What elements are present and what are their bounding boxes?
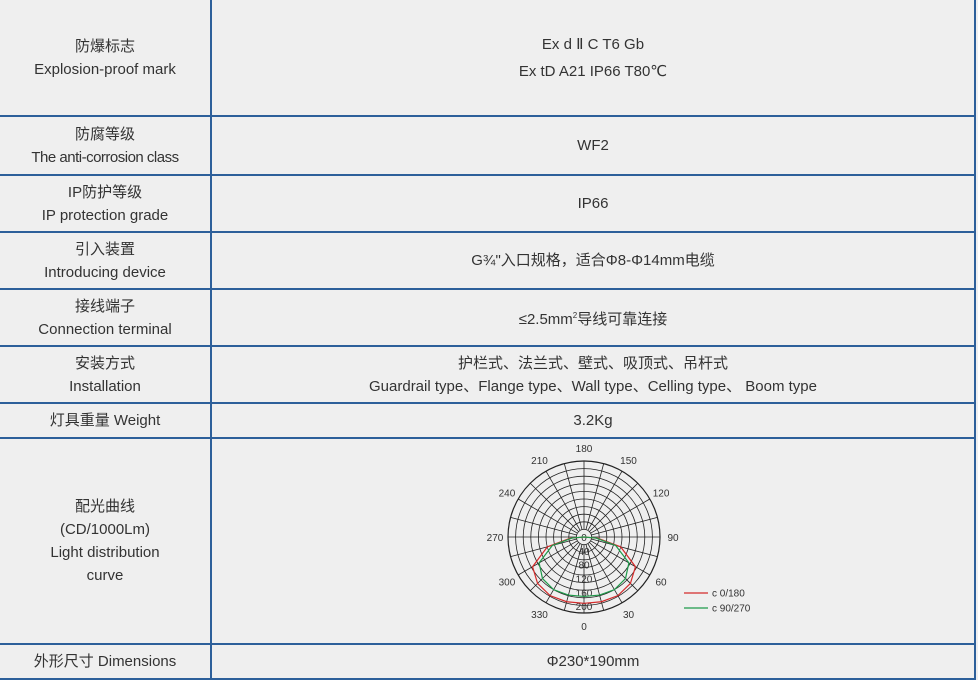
label-line: 配光曲线	[74, 498, 135, 515]
label-line: Light distribution	[50, 544, 160, 561]
label-line: (CD/1000Lm)	[59, 521, 151, 538]
label-cn: 防爆标志	[74, 37, 135, 55]
table-row: 安装方式 Installation 护栏式、法兰式、壁式、吸顶式、吊杆式 Guard…	[0, 345, 976, 404]
grid-spoke	[587, 470, 623, 531]
label-cn: 防腐等级	[74, 125, 135, 143]
grid-spoke	[590, 540, 651, 576]
row-label: 接线端子 Connection terminal	[0, 288, 212, 347]
table-row: 灯具重量 Weight 3.2Kg	[0, 402, 976, 439]
grid-spoke	[529, 542, 579, 592]
row-label: IP防护等级 IP protection grade	[0, 174, 212, 233]
radial-tick-label: 0	[581, 533, 587, 544]
label-cn: 安装方式	[74, 354, 135, 372]
grid-spoke	[590, 498, 651, 534]
angle-label: 120	[653, 489, 670, 500]
angle-label: 90	[667, 533, 679, 544]
grid-spoke	[591, 516, 658, 536]
radial-tick-label: 120	[576, 574, 593, 585]
radial-tick-label: 160	[576, 588, 593, 599]
grid-spoke	[545, 470, 581, 531]
value-sup: 2	[572, 311, 578, 320]
chart-cell: 0 30 60 90 120 150 180 210 240 270 300 330 0 40 80 120 1…	[210, 437, 976, 645]
grid-spoke	[563, 463, 583, 530]
label-en: Introducing device	[44, 263, 166, 281]
grid-spoke	[517, 498, 578, 534]
light-distribution-chart: 0 30 60 90 120 150 180 210 240 270 300 330 0 40 80 120 1…	[487, 444, 751, 633]
row-label: 安装方式 Installation	[0, 345, 212, 404]
grid-spoke	[585, 544, 605, 611]
row-value: IP66	[210, 174, 976, 233]
label-en: Explosion-proof mark	[34, 60, 176, 78]
value-line: Ex d Ⅱ C T6 Gb	[541, 35, 645, 53]
angle-label: 0	[581, 622, 587, 633]
angle-label: 300	[499, 578, 516, 589]
label-en: Installation	[69, 377, 141, 395]
table-row: 配光曲线 (CD/1000Lm) Light distribution curve 0…	[0, 437, 976, 645]
value-line: Ex tD A21 IP66 T80℃	[518, 62, 668, 80]
grid-spoke	[589, 482, 639, 532]
row-value: ≤2.5mm2导线可靠连接	[210, 288, 976, 347]
radial-tick-label: 200	[576, 602, 593, 613]
table-row: 接线端子 Connection terminal ≤2.5mm2导线可靠连接	[0, 288, 976, 347]
grid-spoke	[589, 542, 639, 592]
angle-label: 330	[531, 610, 548, 621]
radial-tick-label: 80	[578, 561, 590, 572]
table-row: 防腐等级 The anti-corrosion class WF2	[0, 115, 976, 176]
angle-label: 210	[531, 456, 548, 467]
label-en: The anti-corrosion class	[31, 148, 179, 166]
grid-spoke	[510, 538, 577, 558]
value-line: Guardrail type、Flange type、Wall type、Cel…	[369, 377, 817, 395]
radial-tick-label: 40	[578, 547, 590, 558]
label-cn: 引入装置	[74, 240, 135, 258]
row-value: WF2	[210, 115, 976, 176]
row-value: Ex d Ⅱ C T6 Gb Ex tD A21 IP66 T80℃	[210, 0, 976, 117]
angle-label: 30	[623, 610, 635, 621]
legend-label: c 90/270	[712, 604, 751, 615]
row-value: G¾"入口规格，适合Φ8-Φ14mm电缆	[210, 231, 976, 290]
grid-spoke	[545, 543, 581, 604]
row-label: 防爆标志 Explosion-proof mark	[0, 0, 212, 117]
row-label: 灯具重量 Weight	[0, 402, 212, 439]
angle-label: 270	[487, 533, 504, 544]
row-value: 护栏式、法兰式、壁式、吸顶式、吊杆式 Guardrail type、Flange …	[210, 345, 976, 404]
legend-label: c 0/180	[712, 589, 745, 600]
row-label: 外形尺寸 Dimensions	[0, 643, 212, 680]
angle-label: 60	[656, 578, 668, 589]
angle-label: 180	[576, 444, 593, 455]
row-value: 3.2Kg	[210, 402, 976, 439]
table-row: 引入装置 Introducing device G¾"入口规格，适合Φ8-Φ14m…	[0, 231, 976, 290]
grid-spoke	[529, 482, 579, 532]
angle-label: 150	[620, 456, 637, 467]
grid-ring	[575, 529, 592, 546]
value-post: 导线可靠连接	[577, 311, 668, 328]
table-row: IP防护等级 IP protection grade IP66	[0, 174, 976, 233]
grid-spoke	[585, 463, 605, 530]
row-value: Φ230*190mm	[210, 643, 976, 680]
row-label: 配光曲线 (CD/1000Lm) Light distribution curve	[0, 437, 212, 645]
label-cn: 接线端子	[74, 297, 135, 315]
grid-spoke	[563, 544, 583, 611]
grid-spoke	[591, 538, 658, 558]
value-line: 护栏式、法兰式、壁式、吸顶式、吊杆式	[457, 354, 728, 372]
label-cn: IP防护等级	[67, 183, 143, 201]
angle-label: 240	[499, 489, 516, 500]
row-label: 防腐等级 The anti-corrosion class	[0, 115, 212, 176]
table-row: 外形尺寸 Dimensions Φ230*190mm	[0, 643, 976, 680]
label-line: curve	[86, 567, 124, 584]
series-curve	[538, 536, 630, 598]
grid-spoke	[587, 543, 623, 604]
row-label: 引入装置 Introducing device	[0, 231, 212, 290]
label-en: IP protection grade	[41, 206, 169, 224]
label-en: Connection terminal	[38, 320, 172, 338]
grid-spoke	[510, 516, 577, 536]
value-pre: ≤2.5mm	[518, 311, 573, 328]
grid-spoke	[517, 540, 578, 576]
